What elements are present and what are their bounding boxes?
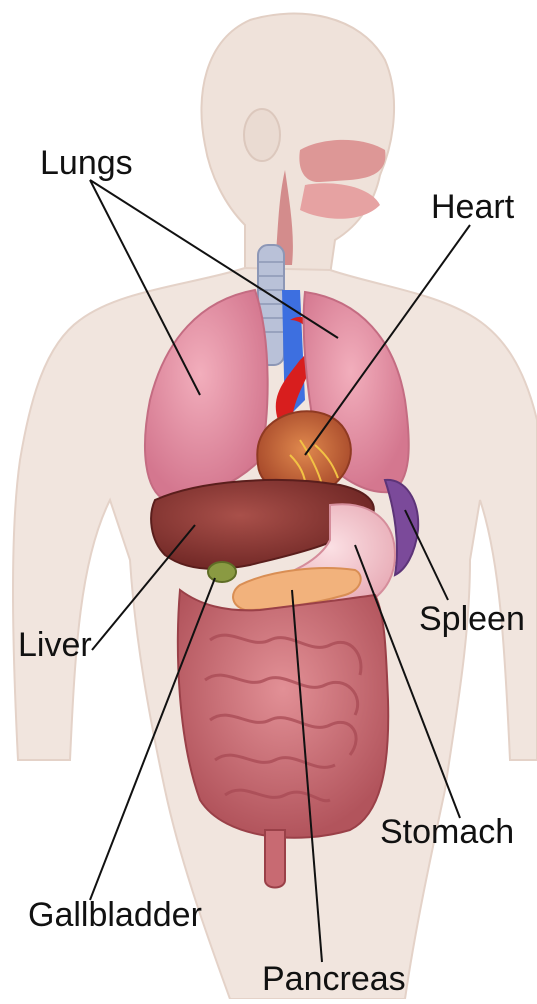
gallbladder-label: Gallbladder xyxy=(28,898,202,932)
heart-label: Heart xyxy=(431,190,514,224)
stomach-label: Stomach xyxy=(380,815,514,849)
ear-outline xyxy=(244,109,280,161)
pancreas-label: Pancreas xyxy=(262,962,406,996)
rectum xyxy=(265,830,285,888)
spleen-label: Spleen xyxy=(419,602,525,636)
gallbladder xyxy=(208,562,236,582)
lungs-label: Lungs xyxy=(40,146,133,180)
liver-label: Liver xyxy=(18,628,92,662)
